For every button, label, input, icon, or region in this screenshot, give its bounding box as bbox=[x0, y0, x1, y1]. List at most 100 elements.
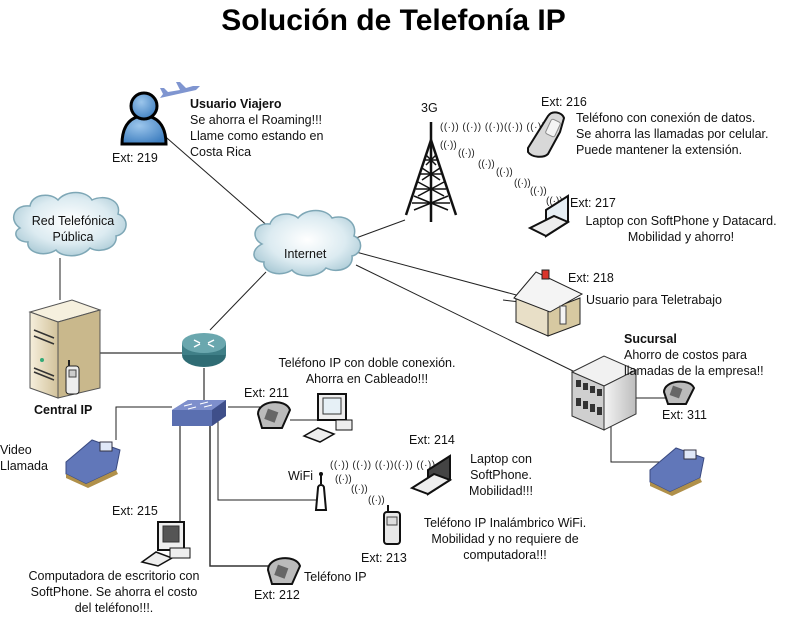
svg-text:((·)): ((·)) bbox=[478, 159, 495, 170]
laptop-icon bbox=[527, 194, 571, 238]
building-icon bbox=[570, 355, 638, 431]
laptop-wifi-line: Mobilidad!!! bbox=[469, 484, 533, 498]
wireless-phone-icon bbox=[383, 505, 401, 545]
dual-phone-line: Teléfono IP con doble conexión. bbox=[278, 356, 456, 370]
softphone-pc-line: Computadora de escritorio con bbox=[28, 569, 200, 583]
wifi-access-point-icon bbox=[314, 472, 328, 511]
traveler-description: Usuario Viajero Se ahorra el Roaming!!! … bbox=[190, 96, 323, 160]
traveler-title: Usuario Viajero bbox=[190, 97, 282, 111]
link-switch-wifi bbox=[217, 420, 316, 501]
dual-phone-description: Teléfono IP con doble conexión. Ahorra e… bbox=[262, 355, 472, 387]
mobile-data-description: Teléfono con conexión de datos. Se ahorr… bbox=[576, 110, 768, 158]
link-internet-branch bbox=[355, 264, 576, 373]
svg-text:((·)): ((·)) bbox=[514, 178, 531, 189]
svg-text:((·)): ((·)) bbox=[496, 167, 513, 178]
svg-text:((·)): ((·)) bbox=[351, 484, 368, 495]
dual-phone-ext: Ext: 211 bbox=[244, 386, 289, 400]
house-icon bbox=[513, 269, 584, 337]
server-icon bbox=[28, 299, 102, 399]
svg-text:((·)): ((·)) bbox=[530, 186, 547, 197]
traveler-line: Llame como estando en bbox=[190, 129, 324, 143]
laptop-wifi-description: Laptop con SoftPhone. Mobilidad!!! bbox=[456, 451, 546, 499]
softphone-pc-line: SoftPhone. Se ahorra el costo bbox=[30, 585, 198, 599]
svg-text:((·)): ((·)) bbox=[335, 474, 352, 485]
traveler-line: Se ahorra el Roaming!!! bbox=[190, 113, 323, 127]
desktop-computer-icon bbox=[140, 521, 191, 567]
laptop-icon bbox=[409, 454, 453, 496]
link-internet-house bbox=[355, 251, 521, 297]
svg-text:((·)): ((·)) bbox=[546, 196, 563, 207]
pstn-label: Red Telefónica Pública bbox=[18, 213, 128, 245]
teleworker-description: Usuario para Teletrabajo bbox=[586, 293, 722, 307]
mobile-data-ext: Ext: 216 bbox=[541, 95, 587, 109]
desk-phone-icon bbox=[256, 401, 292, 429]
video-call-label: Video Llamada bbox=[0, 442, 48, 474]
svg-text:((·)): ((·)) bbox=[458, 148, 475, 159]
traveler-line: Costa Rica bbox=[190, 145, 252, 159]
tower-label: 3G bbox=[421, 101, 438, 115]
waves-wifi-phone: ((·))((·))((·)) bbox=[335, 474, 385, 506]
pstn-label-line: Pública bbox=[52, 230, 94, 244]
link-switch-phone212 bbox=[209, 425, 268, 567]
branch-description: Sucursal Ahorro de costos para llamadas … bbox=[624, 331, 764, 379]
pstn-label-line: Red Telefónica bbox=[31, 214, 115, 228]
radio-waves: ((·)) ((·)) ((·))((·)) ((·)) ((·))((·)) … bbox=[330, 122, 563, 506]
laptop-datacard-description: Laptop con SoftPhone y Datacard. Mobilid… bbox=[576, 213, 786, 245]
waves-tower-laptop: ((·))((·)) ((·))((·)) ((·))((·)) ((·)) bbox=[440, 140, 563, 207]
cell-tower-icon bbox=[404, 122, 458, 222]
wifi-label: WiFi bbox=[288, 469, 313, 483]
link-traveler-internet bbox=[151, 124, 271, 229]
airplane-icon bbox=[160, 82, 200, 98]
video-call-line: Llamada bbox=[0, 459, 48, 473]
ip-phone-ext: Ext: 212 bbox=[254, 588, 300, 602]
link-branch-videophone bbox=[610, 425, 660, 463]
waves-wifi-laptop: ((·)) ((·)) ((·))((·)) ((·)) bbox=[330, 460, 436, 471]
desktop-computer-icon bbox=[302, 393, 353, 443]
wifi-phone-line: computadora!!! bbox=[463, 548, 547, 562]
laptop-wifi-ext: Ext: 214 bbox=[409, 433, 455, 447]
mobile-data-line: Se ahorra las llamadas por celular. bbox=[576, 127, 769, 141]
switch-icon bbox=[172, 400, 226, 426]
router-icon bbox=[182, 333, 226, 367]
branch-ext: Ext: 311 bbox=[662, 408, 707, 422]
svg-text:((·)): ((·)) bbox=[440, 140, 457, 151]
branch-line: Ahorro de costos para bbox=[624, 348, 747, 362]
ip-phone-label: Teléfono IP bbox=[304, 570, 367, 584]
wifi-phone-description: Teléfono IP Inalámbrico WiFi. Mobilidad … bbox=[405, 515, 605, 563]
wireless-phone-icon bbox=[65, 360, 80, 395]
video-call-line: Video bbox=[0, 443, 32, 457]
svg-text:((·)): ((·)) bbox=[368, 495, 385, 506]
laptop-datacard-line: Mobilidad y ahorro! bbox=[627, 230, 735, 244]
softphone-pc-description: Computadora de escritorio con SoftPhone.… bbox=[4, 568, 224, 616]
central-ip-label: Central IP bbox=[34, 403, 93, 417]
branch-line: llamadas de la empresa!! bbox=[624, 364, 764, 378]
waves-tower-phone: ((·)) ((·)) ((·))((·)) ((·)) bbox=[440, 122, 546, 133]
desk-phone-icon bbox=[266, 557, 302, 585]
link-internet-router bbox=[209, 271, 267, 331]
mobile-data-line: Teléfono con conexión de datos. bbox=[576, 111, 756, 125]
connections bbox=[59, 124, 668, 567]
internet-cloud-icon bbox=[253, 209, 362, 277]
user-icon bbox=[120, 91, 168, 146]
mobile-data-line: Puede mantener la extensión. bbox=[576, 143, 743, 157]
cell-phone-icon bbox=[527, 111, 566, 158]
desk-phone-icon bbox=[662, 380, 696, 405]
pstn-cloud-icon bbox=[12, 191, 127, 257]
laptop-datacard-ext: Ext: 217 bbox=[570, 196, 616, 210]
internet-label: Internet bbox=[284, 247, 327, 261]
branch-title: Sucursal bbox=[624, 332, 677, 346]
link-switch-videophone bbox=[115, 406, 172, 440]
video-phone-icon bbox=[649, 447, 705, 496]
wifi-phone-line: Teléfono IP Inalámbrico WiFi. bbox=[423, 516, 587, 530]
page-title: Solución de Telefonía IP bbox=[221, 4, 566, 37]
softphone-pc-ext: Ext: 215 bbox=[112, 504, 158, 518]
traveler-ext: Ext: 219 bbox=[112, 151, 158, 165]
softphone-pc-line: del teléfono!!!. bbox=[74, 601, 154, 615]
laptop-wifi-line: Laptop con bbox=[470, 452, 532, 466]
wifi-phone-line: Mobilidad y no requiere de bbox=[431, 532, 579, 546]
laptop-datacard-line: Laptop con SoftPhone y Datacard. bbox=[585, 214, 777, 228]
video-phone-icon bbox=[65, 439, 121, 488]
teleworker-ext: Ext: 218 bbox=[568, 271, 614, 285]
laptop-wifi-line: SoftPhone. bbox=[470, 468, 532, 482]
